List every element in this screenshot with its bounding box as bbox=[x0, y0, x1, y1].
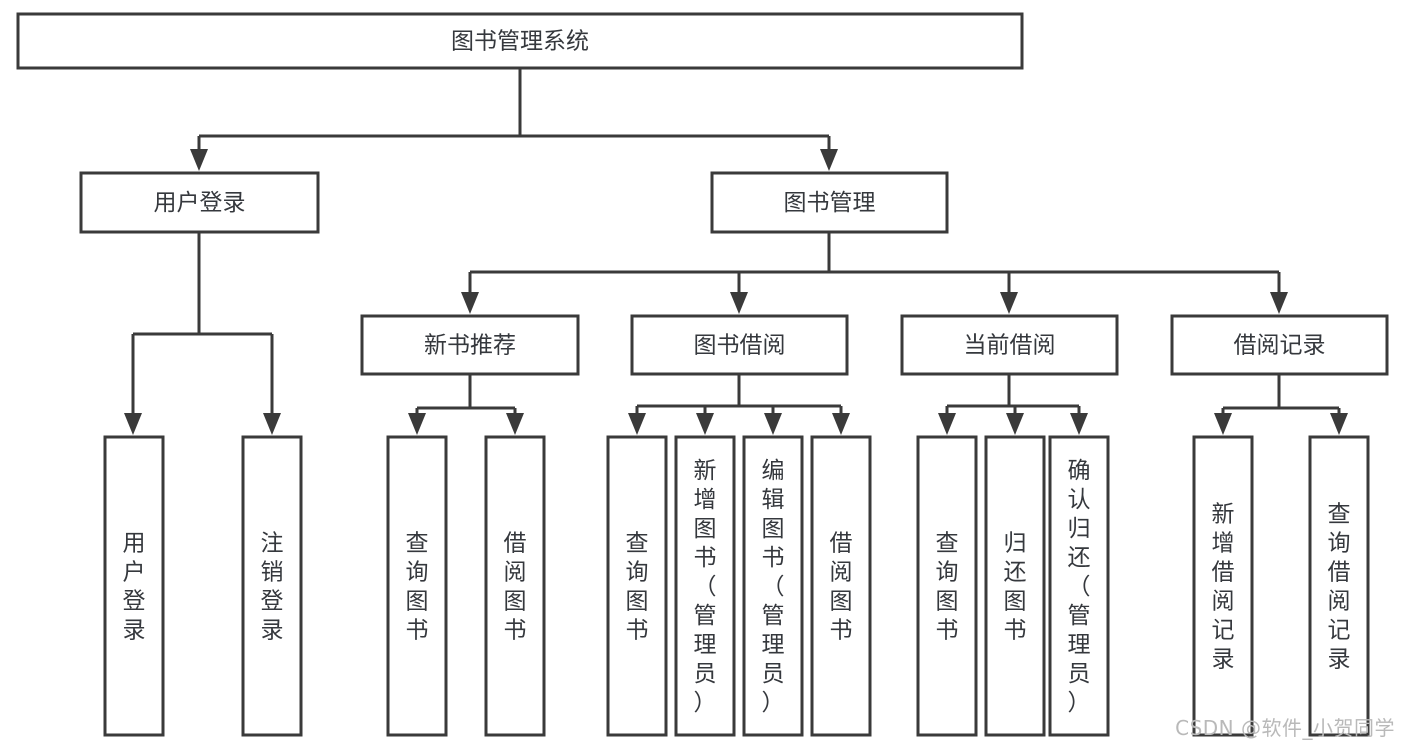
arrow-head-icon bbox=[628, 413, 646, 435]
node-label: 图书管理 bbox=[784, 190, 876, 216]
node-box[interactable] bbox=[103, 435, 165, 737]
node-box[interactable] bbox=[484, 435, 546, 737]
node-leaf-leaf-add-book-admin[interactable]: 新增图书（管理员） bbox=[674, 435, 736, 737]
node-l1-user-login[interactable]: 用户登录 bbox=[79, 171, 320, 234]
node-label: 确认归还（管理员） bbox=[1068, 458, 1091, 716]
node-label: 借阅图书 bbox=[504, 531, 527, 644]
arrow-head-icon bbox=[1214, 413, 1232, 435]
node-box[interactable] bbox=[984, 435, 1046, 737]
node-l1-book-management[interactable]: 图书管理 bbox=[710, 171, 949, 234]
node-box[interactable] bbox=[1192, 435, 1254, 737]
edge-userlogin-to-leaves bbox=[124, 232, 281, 435]
arrow-head-icon bbox=[1000, 292, 1018, 314]
edge-borrowrecord-to-leaves bbox=[1214, 374, 1348, 435]
node-label: 编辑图书（管理员） bbox=[762, 458, 785, 716]
node-l2-current-borrow[interactable]: 当前借阅 bbox=[900, 314, 1119, 376]
node-box[interactable] bbox=[630, 314, 849, 376]
node-l2-new-book-recommend[interactable]: 新书推荐 bbox=[360, 314, 580, 376]
node-box[interactable] bbox=[360, 314, 580, 376]
arrow-head-icon bbox=[832, 413, 850, 435]
arrow-head-icon bbox=[461, 292, 479, 314]
edge-currentborrow-to-leaves bbox=[938, 374, 1088, 435]
node-label: 借阅记录 bbox=[1234, 333, 1326, 359]
node-label: 借阅图书 bbox=[830, 531, 853, 644]
arrow-head-icon bbox=[820, 149, 838, 171]
node-leaf-leaf-borrow-book-rec[interactable]: 借阅图书 bbox=[484, 435, 546, 737]
node-layer: 图书管理系统用户登录图书管理新书推荐图书借阅当前借阅借阅记录用户登录注销登录查询… bbox=[16, 12, 1389, 737]
node-box[interactable] bbox=[1308, 435, 1370, 737]
arrow-head-icon bbox=[506, 413, 524, 435]
node-box[interactable] bbox=[386, 435, 448, 737]
node-root-root[interactable]: 图书管理系统 bbox=[16, 12, 1024, 70]
node-l2-book-borrow[interactable]: 图书借阅 bbox=[630, 314, 849, 376]
node-label: 查询借阅记录 bbox=[1328, 502, 1351, 673]
arrow-head-icon bbox=[263, 413, 281, 435]
node-leaf-leaf-query-book-rec[interactable]: 查询图书 bbox=[386, 435, 448, 737]
node-label: 归还图书 bbox=[1004, 531, 1027, 644]
node-label: 用户登录 bbox=[123, 531, 146, 644]
node-box[interactable] bbox=[79, 171, 320, 234]
node-box[interactable] bbox=[241, 435, 303, 737]
node-label: 图书管理系统 bbox=[451, 29, 589, 55]
node-label: 查询图书 bbox=[936, 531, 959, 644]
edge-bookborrow-to-leaves bbox=[628, 374, 850, 435]
node-box[interactable] bbox=[606, 435, 668, 737]
node-leaf-leaf-edit-book-admin[interactable]: 编辑图书（管理员） bbox=[742, 435, 804, 737]
node-label: 查询图书 bbox=[406, 531, 429, 644]
node-leaf-leaf-confirm-return-admin[interactable]: 确认归还（管理员） bbox=[1048, 435, 1110, 737]
node-leaf-leaf-user-login[interactable]: 用户登录 bbox=[103, 435, 165, 737]
node-leaf-leaf-logout[interactable]: 注销登录 bbox=[241, 435, 303, 737]
node-box[interactable] bbox=[1048, 435, 1110, 737]
connector-layer bbox=[124, 68, 1348, 435]
arrow-head-icon bbox=[730, 292, 748, 314]
arrow-head-icon bbox=[1070, 413, 1088, 435]
node-label: 当前借阅 bbox=[964, 333, 1056, 359]
arrow-head-icon bbox=[190, 149, 208, 171]
node-leaf-leaf-query-borrow-record[interactable]: 查询借阅记录 bbox=[1308, 435, 1370, 737]
edge-root-to-level1 bbox=[190, 68, 838, 171]
node-label: 查询图书 bbox=[626, 531, 649, 644]
node-box[interactable] bbox=[900, 314, 1119, 376]
node-label: 新增借阅记录 bbox=[1212, 502, 1235, 673]
arrow-head-icon bbox=[764, 413, 782, 435]
node-label: 注销登录 bbox=[261, 531, 284, 644]
edge-newbook-to-leaves bbox=[408, 374, 524, 435]
node-leaf-leaf-return-book[interactable]: 归还图书 bbox=[984, 435, 1046, 737]
node-label: 用户登录 bbox=[154, 190, 246, 216]
node-label: 图书借阅 bbox=[694, 333, 786, 359]
arrow-head-icon bbox=[1270, 292, 1288, 314]
node-leaf-leaf-query-book-current[interactable]: 查询图书 bbox=[916, 435, 978, 737]
arrow-head-icon bbox=[938, 413, 956, 435]
node-label: 新增图书（管理员） bbox=[694, 458, 717, 716]
node-box[interactable] bbox=[674, 435, 736, 737]
node-l2-borrow-record[interactable]: 借阅记录 bbox=[1170, 314, 1389, 376]
arrow-head-icon bbox=[696, 413, 714, 435]
edge-booklevel1-to-level2 bbox=[461, 232, 1288, 314]
arrow-head-icon bbox=[1330, 413, 1348, 435]
node-box[interactable] bbox=[742, 435, 804, 737]
arrow-head-icon bbox=[408, 413, 426, 435]
node-box[interactable] bbox=[810, 435, 872, 737]
node-box[interactable] bbox=[916, 435, 978, 737]
node-box[interactable] bbox=[16, 12, 1024, 70]
arrow-head-icon bbox=[1006, 413, 1024, 435]
node-box[interactable] bbox=[1170, 314, 1389, 376]
node-leaf-leaf-borrow-book[interactable]: 借阅图书 bbox=[810, 435, 872, 737]
node-box[interactable] bbox=[710, 171, 949, 234]
node-leaf-leaf-add-borrow-record[interactable]: 新增借阅记录 bbox=[1192, 435, 1254, 737]
node-leaf-leaf-query-book-borrow[interactable]: 查询图书 bbox=[606, 435, 668, 737]
node-label: 新书推荐 bbox=[424, 333, 516, 359]
arrow-head-icon bbox=[124, 413, 142, 435]
